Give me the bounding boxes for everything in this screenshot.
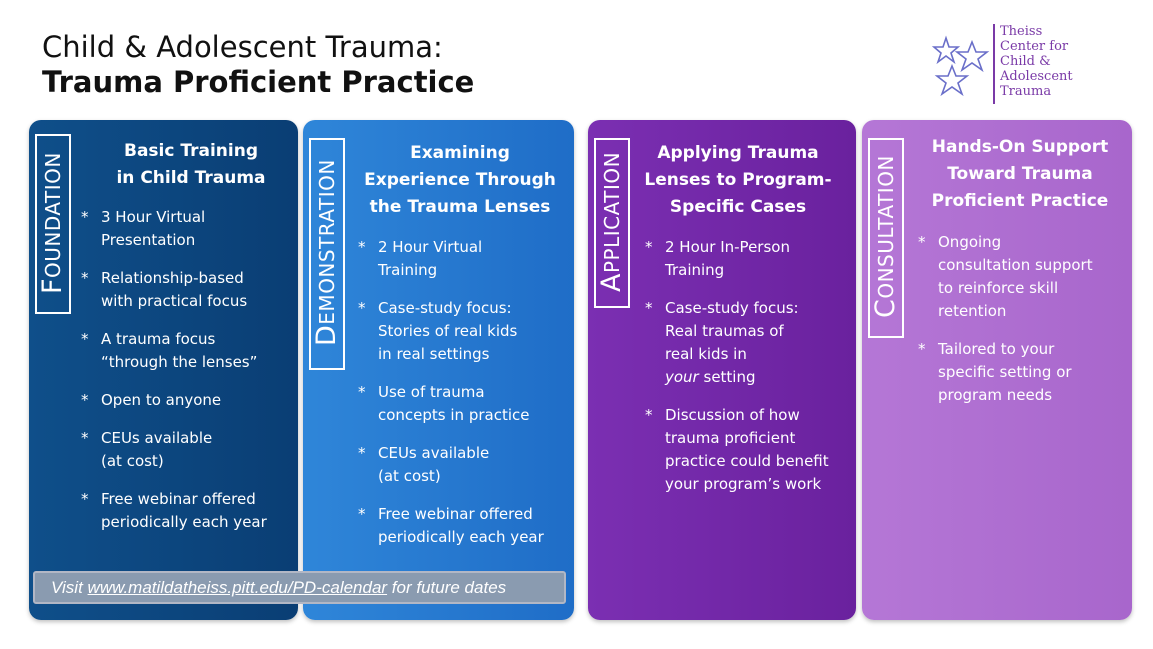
logo-line: Theiss <box>1000 24 1043 39</box>
card-title: Examining Experience Through the Trauma … <box>364 143 556 217</box>
card-consultation: CONSULTATION Hands-On Support Toward Tra… <box>862 120 1132 620</box>
card-vertical-label: FOUNDATION <box>35 134 71 314</box>
logo-text: Theiss Center for Child & Adolescent Tra… <box>1000 24 1073 99</box>
visit-suffix: for future dates <box>387 578 507 597</box>
card-vertical-label: APPLICATION <box>594 138 630 308</box>
card-title: Basic Training in Child Trauma <box>116 141 266 188</box>
card-foundation: FOUNDATION Basic Training in Child Traum… <box>29 120 298 620</box>
logo-divider <box>993 24 995 104</box>
bullet-item: *A trauma focus“through the lenses” <box>81 330 258 371</box>
visit-prefix: Visit <box>51 578 88 597</box>
logo-line: Trauma <box>1000 84 1052 99</box>
card-vertical-label: DEMONSTRATION <box>309 138 345 370</box>
stars-icon <box>931 35 990 97</box>
card-title: Applying Trauma Lenses to Program- Speci… <box>644 143 832 217</box>
visit-banner: Visit www.matildatheiss.pitt.edu/PD-cale… <box>33 571 566 604</box>
theiss-logo: Theiss Center for Child & Adolescent Tra… <box>930 22 1100 106</box>
bullet-item: *CEUs available(at cost) <box>358 444 490 485</box>
page-title: Child & Adolescent Trauma: Trauma Profic… <box>42 30 474 100</box>
title-line-1: Child & Adolescent Trauma: <box>42 30 443 64</box>
card-vertical-label: CONSULTATION <box>868 138 904 338</box>
title-line-2: Trauma Proficient Practice <box>42 65 475 99</box>
logo-line: Child & <box>1000 54 1051 69</box>
card-title: Hands-On Support Toward Trauma Proficien… <box>931 137 1109 211</box>
logo-line: Adolescent <box>1000 69 1073 84</box>
logo-line: Center for <box>1000 39 1069 54</box>
calendar-link[interactable]: www.matildatheiss.pitt.edu/PD-calendar <box>87 578 388 597</box>
card-demonstration: DEMONSTRATION Examining Experience Throu… <box>303 120 574 620</box>
bullet-item: *CEUs available(at cost) <box>81 429 213 470</box>
card-application: APPLICATION Applying Trauma Lenses to Pr… <box>588 120 856 620</box>
bullet-item: *Open to anyone <box>81 391 222 409</box>
